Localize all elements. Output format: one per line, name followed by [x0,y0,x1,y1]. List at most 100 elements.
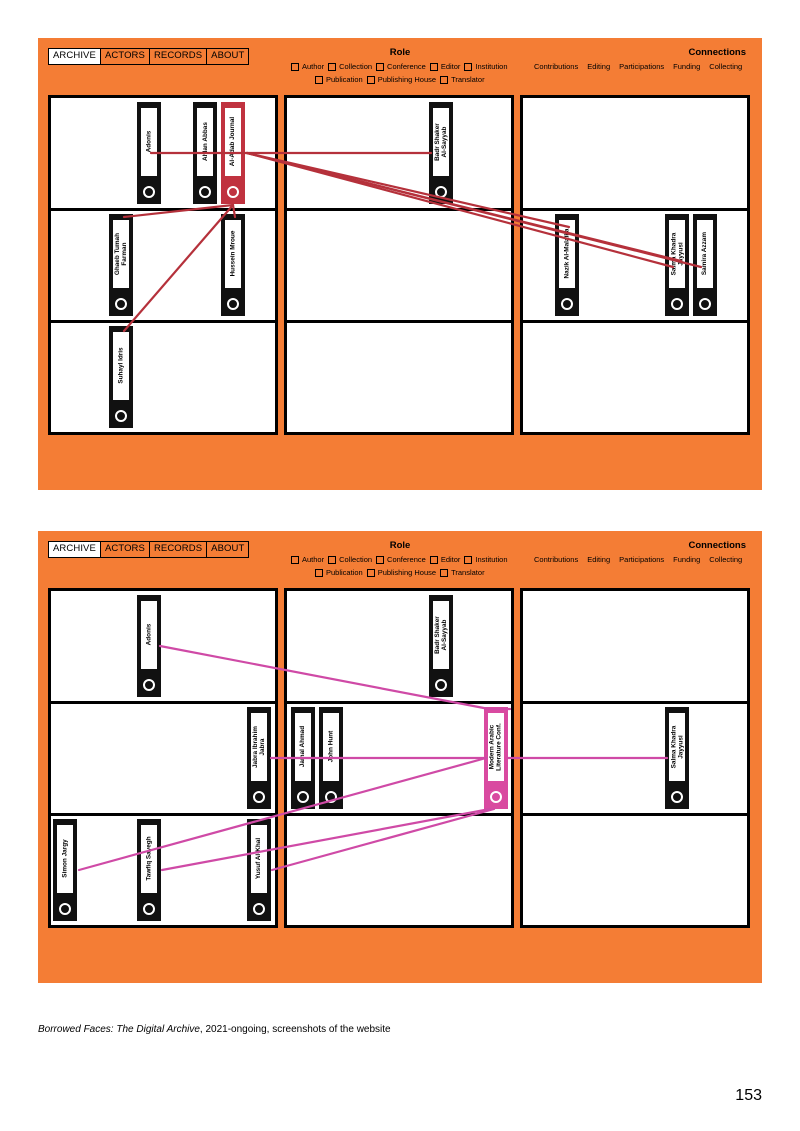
binder-tawfiq-sayegh[interactable]: Tawfiq Sayegh [137,819,161,921]
role-checkbox-collection[interactable]: Collection [328,62,372,71]
role-checkbox-publishing-house[interactable]: Publishing House [366,75,436,84]
binder-ring-icon [561,298,573,310]
connections-filter: Contributions Editing Participations Fun… [534,62,751,71]
binder-spine: Adonis [141,601,157,669]
checkbox-label: Translator [451,568,485,577]
role-checkbox-translator[interactable]: Translator [440,75,485,84]
checkbox-label: Institution [475,62,508,71]
checkbox-box[interactable] [366,75,375,84]
connection-collecting[interactable]: Collecting [709,62,743,71]
checkbox-box[interactable] [366,568,375,577]
checkbox-box[interactable] [328,62,337,71]
connection-participations[interactable]: Participations [619,555,665,564]
role-checkbox-publishing-house[interactable]: Publishing House [366,568,436,577]
nav-tab-archive[interactable]: ARCHIVE [49,49,100,64]
binder-label: Ghaeb Tumah Farman [113,232,129,276]
binder-salma-khadra-jayyusi[interactable]: Salma Khadra Jayyusi [665,214,689,316]
binder-john-hunt[interactable]: John Hunt [319,707,343,809]
nav-tab-records[interactable]: RECORDS [148,542,206,557]
binder-nazik-al-malaika[interactable]: Nazik Al-Malaika [555,214,579,316]
shelf-divider [287,813,511,816]
connection-editing[interactable]: Editing [587,555,611,564]
nav-tab-archive[interactable]: ARCHIVE [49,542,100,557]
binder-label: Badr Shaker Al-Sayyab [433,616,448,654]
main-nav: ARCHIVE ACTORS RECORDS ABOUT [48,541,250,558]
connections-filter: Contributions Editing Participations Fun… [534,555,751,564]
role-checkbox-author[interactable]: Author [291,62,324,71]
role-checkbox-author[interactable]: Author [291,555,324,564]
connection-contributions[interactable]: Contributions [534,555,579,564]
connection-editing[interactable]: Editing [587,62,611,71]
binder-adonis[interactable]: Adonis [137,595,161,697]
binder-modern-arabic-literature-conf[interactable]: Modern Arabic Literature Conf. [484,707,508,809]
binder-hussein-mroue[interactable]: Hussein Mroue [221,214,245,316]
binder-ring-icon [435,679,447,691]
binder-salma-khadra-jayyusi[interactable]: Salma Khadra Jayyusi [665,707,689,809]
binder-ring-icon [115,298,127,310]
role-checkbox-translator[interactable]: Translator [440,568,485,577]
nav-tab-records[interactable]: RECORDS [148,49,206,64]
checkbox-label: Publication [326,75,363,84]
nav-tab-about[interactable]: ABOUT [206,542,248,557]
binder-spine: Suhayl Idris [113,332,129,400]
checkbox-box[interactable] [464,555,473,564]
binder-ring-icon [143,903,155,915]
shelf-divider [287,208,511,211]
checkbox-box[interactable] [440,568,449,577]
main-nav: ARCHIVE ACTORS RECORDS ABOUT [48,48,250,65]
binder-ring-icon [253,791,265,803]
binder-label: Modern Arabic Literature Conf. [488,723,504,771]
role-checkbox-publication[interactable]: Publication [315,568,363,577]
binder-spine: Ghaeb Tumah Farman [113,220,129,288]
checkbox-box[interactable] [429,62,438,71]
binder-label: Hussein Mroue [229,231,237,277]
checkbox-box[interactable] [440,75,449,84]
role-checkbox-editor[interactable]: Editor [429,62,460,71]
connection-participations[interactable]: Participations [619,62,665,71]
binder-label: Jamal Ahmad [299,726,307,768]
checkbox-box[interactable] [315,568,323,577]
binder-label: Yusuf Al-Khal [255,838,263,880]
checkbox-box[interactable] [376,555,385,564]
checkbox-box[interactable] [376,62,385,71]
checkbox-box[interactable] [328,555,337,564]
binder-badr-shaker-al-sayyab[interactable]: Badr Shaker Al-Sayyab [429,595,453,697]
binder-label: Adonis [145,131,153,153]
binder-al-adab-journal[interactable]: Al-Adab Journal [221,102,245,204]
role-checkbox-conference[interactable]: Conference [376,62,426,71]
checkbox-box[interactable] [315,75,323,84]
binder-yusuf-al-khal[interactable]: Yusuf Al-Khal [247,819,271,921]
binder-suhayl-idris[interactable]: Suhayl Idris [109,326,133,428]
binder-adonis[interactable]: Adonis [137,102,161,204]
binder-ahlan-abbas[interactable]: Ahlan Abbas [193,102,217,204]
binder-ring-icon [671,791,683,803]
binder-label: Adonis [145,624,153,646]
role-checkbox-editor[interactable]: Editor [429,555,460,564]
nav-tab-about[interactable]: ABOUT [206,49,248,64]
binder-simon-jargy[interactable]: Simon Jargy [53,819,77,921]
checkbox-box[interactable] [291,555,299,564]
screenshot-panel-2: ARCHIVE ACTORS RECORDS ABOUT Role Author… [38,531,762,983]
checkbox-box[interactable] [429,555,438,564]
binder-jamal-ahmad[interactable]: Jamal Ahmad [291,707,315,809]
checkbox-label: Collection [339,555,373,564]
binder-samira-azzam[interactable]: Samira Azzam [693,214,717,316]
role-checkbox-publication[interactable]: Publication [315,75,363,84]
binder-jabra-ibrahim-jabra[interactable]: Jabra Ibrahim Jabra [247,707,271,809]
role-checkbox-conference[interactable]: Conference [376,555,426,564]
checkbox-box[interactable] [464,62,473,71]
nav-tab-actors[interactable]: ACTORS [99,49,149,64]
nav-tab-actors[interactable]: ACTORS [99,542,149,557]
binder-badr-shaker-al-sayyab[interactable]: Badr Shaker Al-Sayyab [429,102,453,204]
checkbox-box[interactable] [291,62,299,71]
role-checkbox-institution[interactable]: Institution [464,555,508,564]
binder-spine: Jamal Ahmad [295,713,311,781]
connection-funding[interactable]: Funding [673,555,701,564]
connection-collecting[interactable]: Collecting [709,555,743,564]
role-checkbox-institution[interactable]: Institution [464,62,508,71]
binder-label: Nazik Al-Malaika [563,229,571,279]
role-checkbox-collection[interactable]: Collection [328,555,372,564]
connection-funding[interactable]: Funding [673,62,701,71]
binder-ghaeb-tumah-farman[interactable]: Ghaeb Tumah Farman [109,214,133,316]
connection-contributions[interactable]: Contributions [534,62,579,71]
